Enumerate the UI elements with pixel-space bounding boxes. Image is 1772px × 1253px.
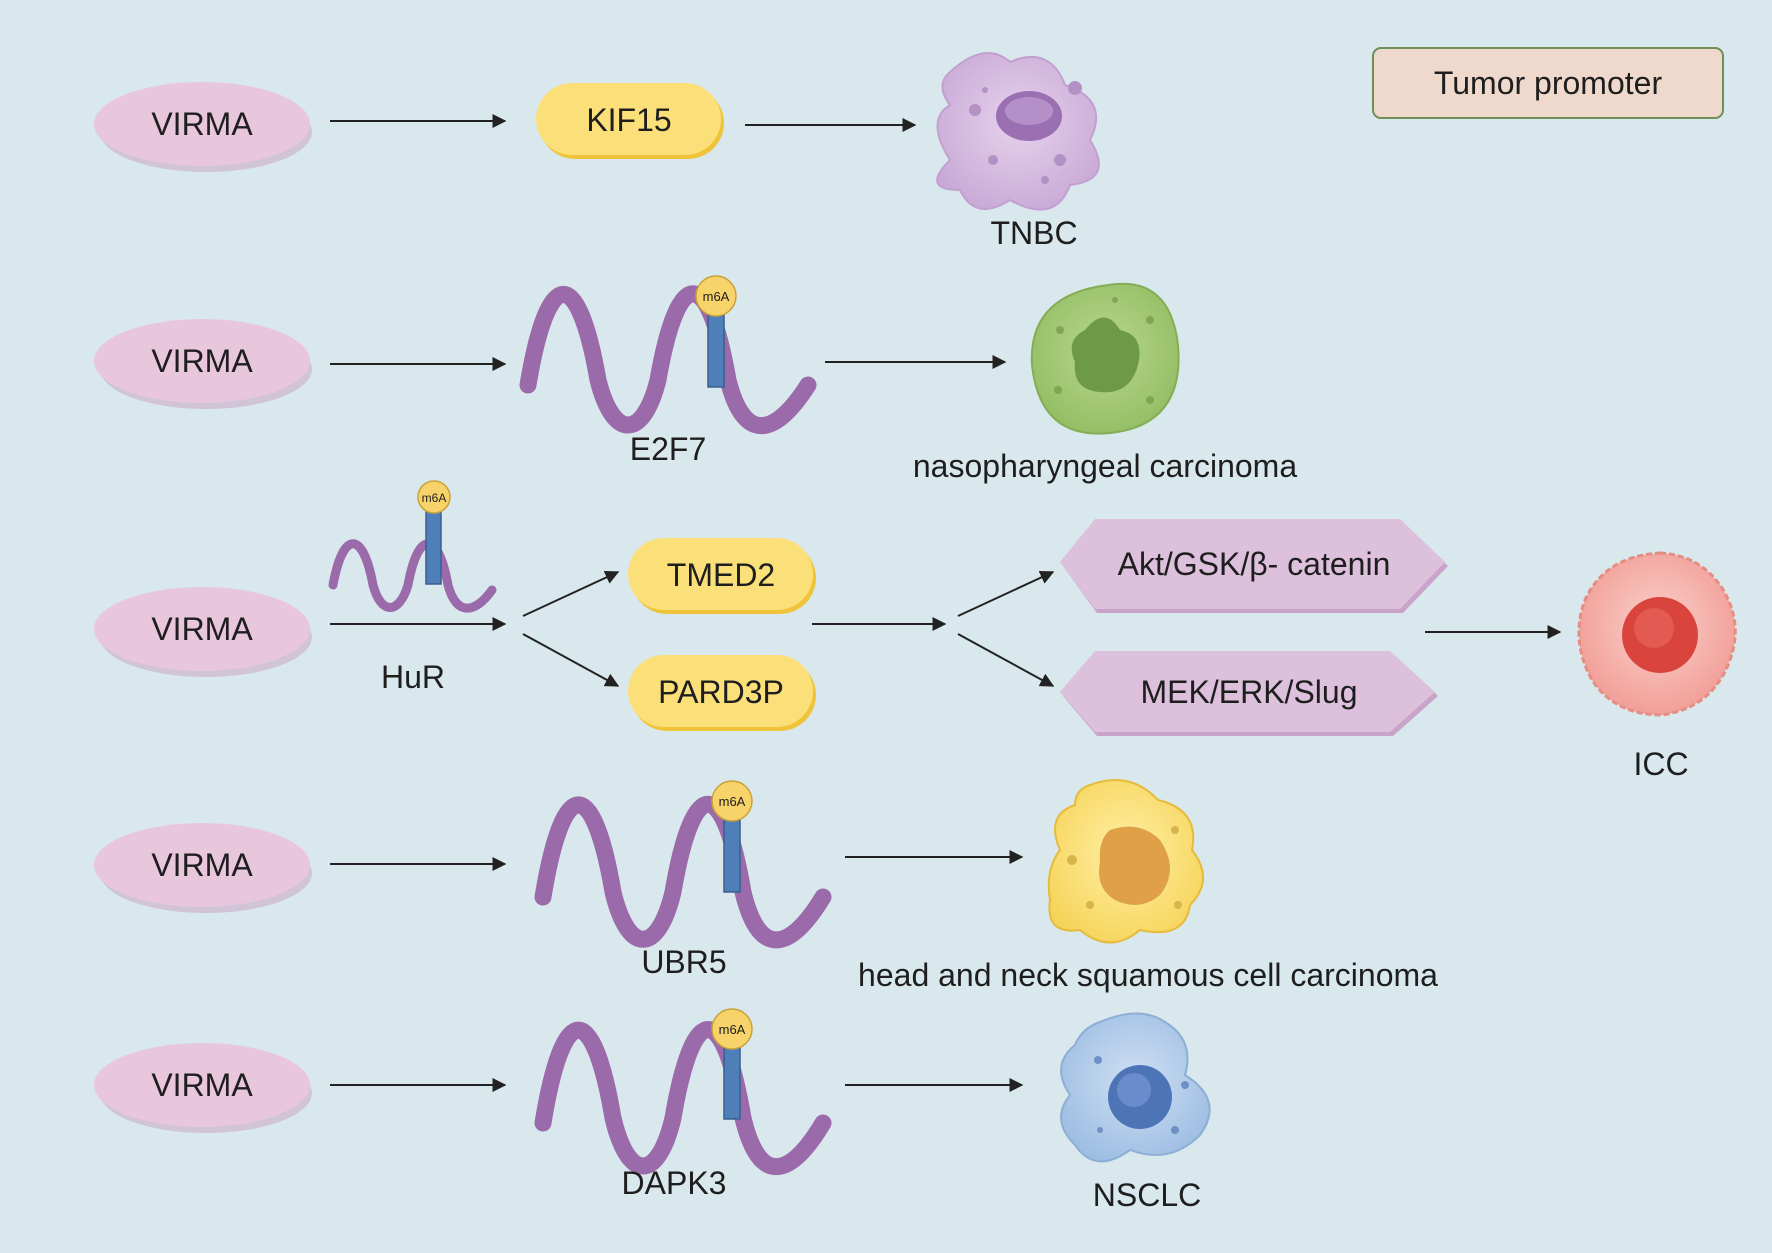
row-3: VIRMA m6A HuR TMED2 PARD3P Akt/GSK/β- c — [94, 480, 1737, 782]
row-4: VIRMA m6A UBR5 head and neck squamous ce… — [94, 779, 1438, 993]
outcome-label: TNBC — [990, 215, 1077, 251]
pard3p-pill: PARD3P — [628, 655, 816, 731]
virma-node: VIRMA — [94, 587, 312, 677]
virma-node: VIRMA — [94, 82, 312, 172]
arrow — [957, 633, 1055, 687]
gene-label: DAPK3 — [622, 1165, 727, 1201]
arrow — [522, 570, 620, 617]
mek-pathway-box: MEK/ERK/Slug — [1060, 651, 1438, 736]
arrow — [957, 570, 1055, 617]
virma-node: VIRMA — [94, 319, 312, 409]
legend: Tumor promoter — [1372, 47, 1724, 119]
pathway-label: MEK/ERK/Slug — [1141, 674, 1358, 710]
pard3p-label: PARD3P — [658, 674, 784, 710]
virma-node: VIRMA — [94, 823, 312, 913]
row-1: VIRMA KIF15 TNBC — [94, 52, 1100, 251]
akt-pathway-box: Akt/GSK/β- catenin — [1060, 519, 1448, 613]
row-2: VIRMA m6A E2F7 nasopharyngeal carcinoma — [94, 275, 1297, 484]
legend-box — [1372, 47, 1724, 119]
blue-cell-icon — [1060, 1012, 1211, 1163]
virma-label: VIRMA — [151, 847, 253, 883]
ubr5-mrna-icon: m6A — [534, 780, 832, 949]
purple-cell-icon — [936, 52, 1100, 211]
tmed2-label: TMED2 — [667, 557, 775, 593]
gene-label: E2F7 — [630, 431, 706, 467]
arrow — [522, 633, 620, 687]
outcome-label: nasopharyngeal carcinoma — [913, 448, 1297, 484]
m6a-label: m6A — [719, 794, 746, 809]
virma-label: VIRMA — [151, 343, 253, 379]
virma-node: VIRMA — [94, 1043, 312, 1133]
outcome-label: NSCLC — [1093, 1177, 1201, 1213]
green-cell-icon — [1030, 282, 1180, 435]
yellow-cell-icon — [1047, 779, 1204, 944]
outcome-label: head and neck squamous cell carcinoma — [858, 957, 1438, 993]
hur-mrna-icon: m6A — [328, 480, 497, 613]
m6a-label: m6A — [719, 1022, 746, 1037]
dapk3-mrna-icon: m6A — [534, 1008, 832, 1175]
pathway-label: Akt/GSK/β- catenin — [1118, 546, 1391, 582]
kif15-pill: KIF15 — [536, 83, 724, 159]
m6a-label: m6A — [703, 289, 730, 304]
gene-label: UBR5 — [641, 944, 726, 980]
legend-label: Tumor promoter — [1434, 65, 1663, 101]
tmed2-pill: TMED2 — [628, 538, 816, 614]
red-cell-icon — [1577, 551, 1737, 717]
virma-label: VIRMA — [151, 611, 253, 647]
outcome-label: ICC — [1633, 746, 1688, 782]
virma-label: VIRMA — [151, 106, 253, 142]
row-5: VIRMA m6A DAPK3 NSCLC — [94, 1008, 1211, 1213]
mediator-label: HuR — [381, 659, 445, 695]
virma-label: VIRMA — [151, 1067, 253, 1103]
kif15-label: KIF15 — [586, 102, 671, 138]
e2f7-mrna-icon: m6A — [519, 275, 817, 435]
m6a-label: m6A — [422, 491, 447, 505]
